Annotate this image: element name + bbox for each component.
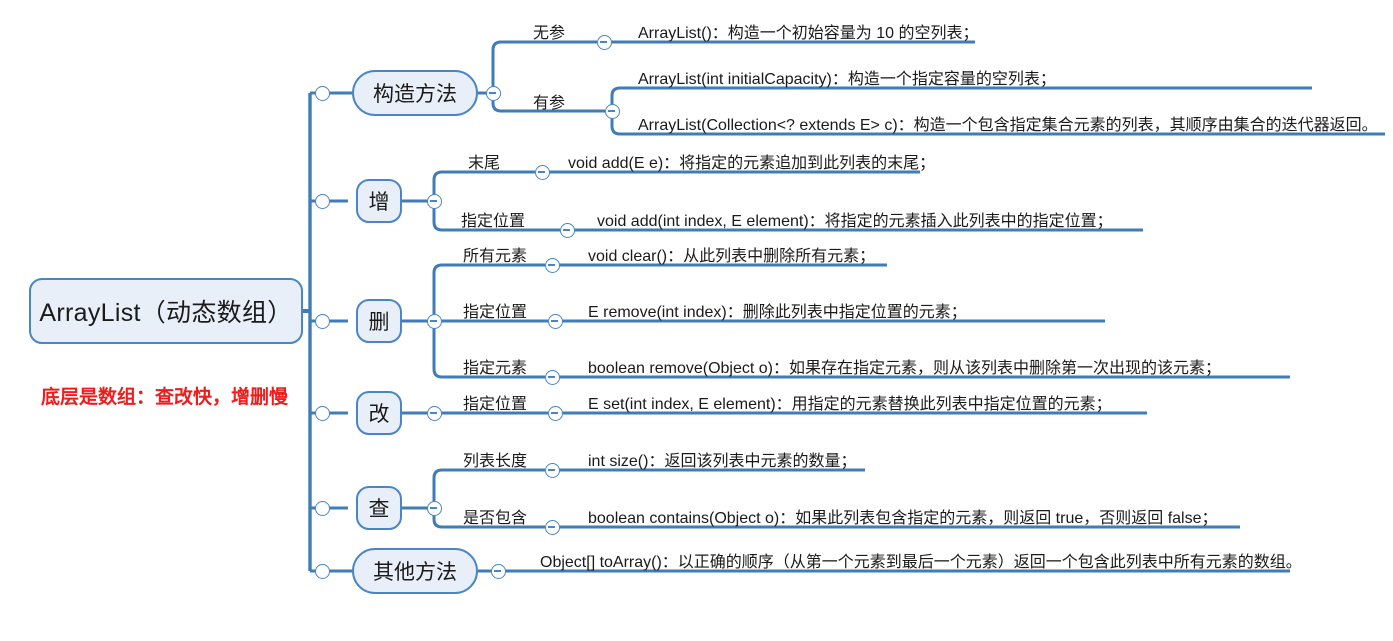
leaf-text: void add(int index, E element)：将指定的元素插入此… xyxy=(597,213,1113,230)
collapse-contains-group[interactable] xyxy=(544,519,560,535)
branch-node-other-methods[interactable]: 其他方法 xyxy=(352,548,478,594)
collapse-query-hub[interactable] xyxy=(426,500,442,516)
leaf-text: ArrayList(Collection<? extends E> c)：构造一… xyxy=(638,117,1378,134)
group-label-set-index: 指定位置 xyxy=(463,396,528,413)
branch-node-add[interactable]: 增 xyxy=(356,179,402,223)
branch-label: 改 xyxy=(368,403,390,426)
collapse-remove-element-group[interactable] xyxy=(544,369,560,385)
collapse-remove-index-group[interactable] xyxy=(547,313,563,329)
leaf-text: ArrayList(int initialCapacity)：构造一个指定容量的… xyxy=(638,71,1056,88)
branch-node-modify[interactable]: 改 xyxy=(356,391,402,435)
toggle-branch-query[interactable] xyxy=(315,500,330,516)
collapse-no-args-group[interactable] xyxy=(596,34,612,50)
root-node-label: ArrayList（动态数组） xyxy=(39,299,293,327)
group-label-with-args: 有参 xyxy=(533,95,566,112)
group-label-list-length: 列表长度 xyxy=(463,453,528,470)
toggle-branch-constructors[interactable] xyxy=(315,85,330,101)
branch-label: 查 xyxy=(368,498,390,521)
branch-node-delete[interactable]: 删 xyxy=(356,299,402,343)
leaf-text: void clear()：从此列表中删除所有元素； xyxy=(588,248,876,265)
collapse-add-hub[interactable] xyxy=(426,193,442,209)
leaf-text: int size()：返回该列表中元素的数量； xyxy=(588,453,857,470)
collapse-delete-hub[interactable] xyxy=(426,313,442,329)
collapse-tail-group[interactable] xyxy=(534,164,550,180)
collapse-list-length-group[interactable] xyxy=(544,462,560,478)
leaf-text: ArrayList()：构造一个初始容量为 10 的空列表； xyxy=(638,25,979,42)
root-note: 底层是数组：查改快，增删慢 xyxy=(41,387,289,408)
branch-label: 删 xyxy=(368,311,390,334)
collapse-set-index-group[interactable] xyxy=(547,405,563,421)
leaf-text: E set(int index, E element)：用指定的元素替换此列表中… xyxy=(588,396,1112,413)
leaf-text: E remove(int index)：删除此列表中指定位置的元素； xyxy=(588,304,967,321)
root-node[interactable]: ArrayList（动态数组） xyxy=(29,278,303,344)
leaf-text: boolean remove(Object o)：如果存在指定元素，则从该列表中… xyxy=(588,360,1221,377)
group-label-remove-element: 指定元素 xyxy=(463,360,528,377)
branch-label: 其他方法 xyxy=(373,561,457,584)
toggle-branch-delete[interactable] xyxy=(315,313,330,329)
group-label-add-index: 指定位置 xyxy=(461,213,526,230)
leaf-text: Object[] toArray()：以正确的顺序（从第一个元素到最后一个元素）… xyxy=(540,554,1302,571)
branch-node-constructors[interactable]: 构造方法 xyxy=(352,70,478,116)
branch-node-query[interactable]: 查 xyxy=(356,486,402,530)
collapse-other-methods-hub[interactable] xyxy=(490,563,506,579)
group-label-tail: 末尾 xyxy=(468,155,501,172)
group-label-no-args: 无参 xyxy=(533,25,566,42)
toggle-branch-other-methods[interactable] xyxy=(315,563,330,579)
collapse-modify-hub[interactable] xyxy=(426,405,442,421)
leaf-text: boolean contains(Object o)：如果此列表包含指定的元素，… xyxy=(588,510,1218,527)
collapse-add-index-group[interactable] xyxy=(559,222,575,238)
group-label-remove-index: 指定位置 xyxy=(463,304,528,321)
toggle-branch-modify[interactable] xyxy=(315,405,330,421)
collapse-all-elements-group[interactable] xyxy=(544,257,560,273)
group-label-contains: 是否包含 xyxy=(463,510,528,527)
group-label-all-elements: 所有元素 xyxy=(463,248,528,265)
branch-label: 增 xyxy=(368,191,390,214)
collapse-with-args-group[interactable] xyxy=(604,103,620,119)
leaf-text: void add(E e)：将指定的元素追加到此列表的末尾； xyxy=(568,155,936,172)
collapse-constructors-hub[interactable] xyxy=(485,85,501,101)
branch-label: 构造方法 xyxy=(373,83,457,106)
toggle-branch-add[interactable] xyxy=(315,193,330,209)
